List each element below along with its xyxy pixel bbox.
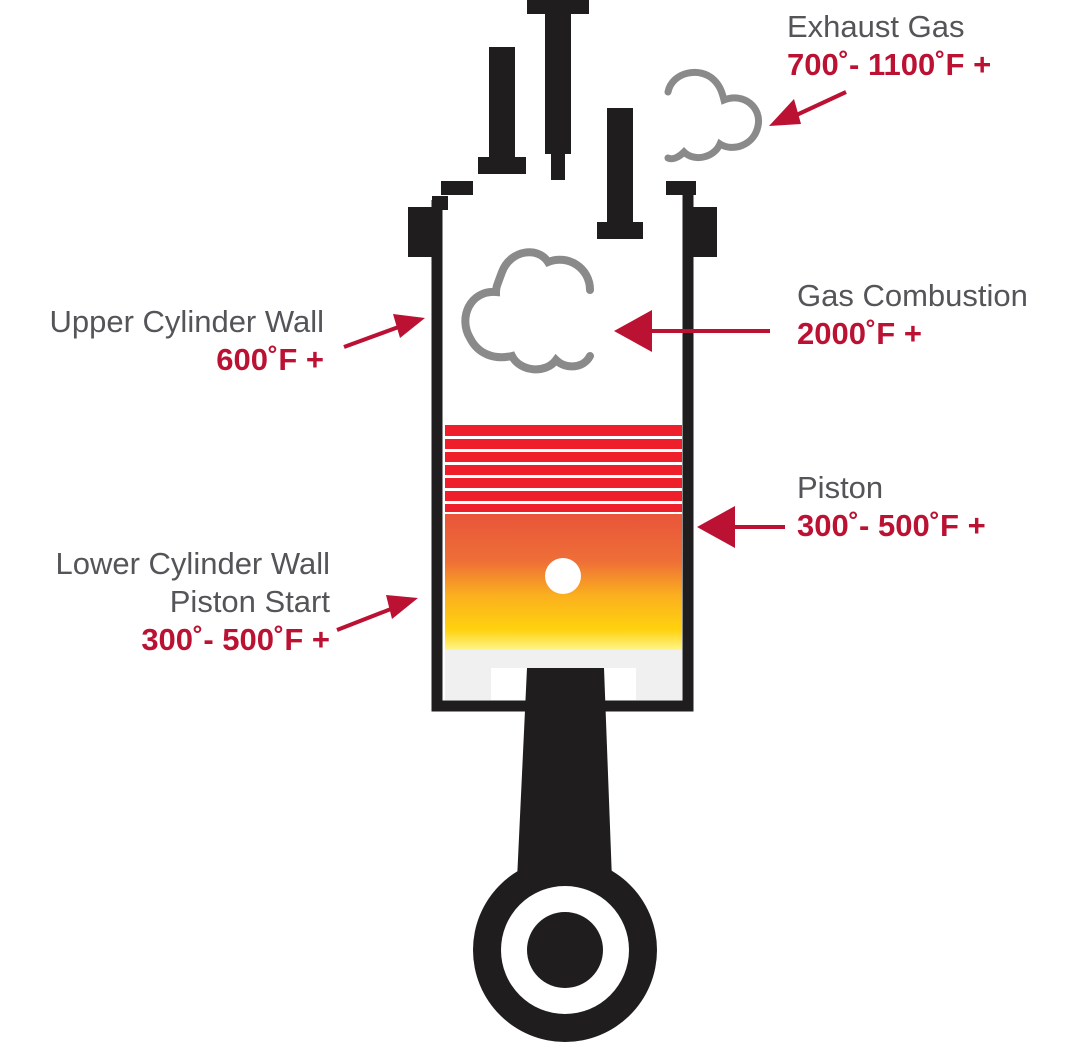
wrist-pin: [545, 558, 581, 594]
crank-pin: [527, 912, 603, 988]
lower-wall-name: Lower Cylinder Wall: [55, 546, 331, 581]
combustion-name: Gas Combustion: [797, 278, 1028, 313]
upper-wall-label: Upper Cylinder Wall 600˚F +: [50, 303, 325, 379]
lower-wall-subname: Piston Start: [169, 584, 330, 619]
intake-valve-stem: [489, 47, 515, 165]
piston-name: Piston: [797, 470, 884, 505]
upper-wall-arrow: [343, 314, 425, 349]
exhaust-arrow: [769, 90, 847, 126]
exhaust-valve-head: [597, 222, 643, 239]
lower-wall-arrow: [336, 595, 418, 632]
combustion-temp: 2000˚F +: [797, 316, 922, 351]
lower-wall-label: Lower Cylinder Wall Piston Start 300˚- 5…: [56, 545, 331, 659]
piston-temp: 300˚- 500˚F +: [797, 508, 986, 543]
spark-plug-tip: [551, 154, 565, 180]
piston-arrow: [697, 506, 785, 548]
exhaust-valve-stem: [607, 108, 633, 230]
upper-wall-name: Upper Cylinder Wall: [49, 304, 325, 339]
head-flange-right: [692, 207, 717, 257]
arrows: [336, 90, 847, 632]
exhaust-temp: 700˚- 1100˚F +: [787, 47, 992, 82]
combustion-label: Gas Combustion 2000˚F +: [797, 277, 1028, 353]
exhaust-label: Exhaust Gas 700˚- 1100˚F +: [787, 8, 991, 84]
exhaust-name: Exhaust Gas: [787, 9, 965, 44]
spark-plug: [527, 0, 589, 14]
piston-rings: [445, 425, 682, 512]
combustion-cloud-icon: [461, 248, 594, 374]
spark-plug-stem: [545, 14, 571, 154]
cylinder-head: [408, 0, 717, 257]
connecting-rod: [517, 668, 612, 880]
intake-valve-head: [478, 157, 526, 174]
head-flange-left: [408, 207, 433, 257]
piston-label: Piston 300˚- 500˚F +: [797, 469, 986, 545]
lower-wall-temp: 300˚- 500˚F +: [141, 622, 330, 657]
combustion-arrow: [614, 310, 770, 352]
exhaust-cloud-icon: [664, 68, 763, 163]
upper-wall-temp: 600˚F +: [216, 342, 324, 377]
